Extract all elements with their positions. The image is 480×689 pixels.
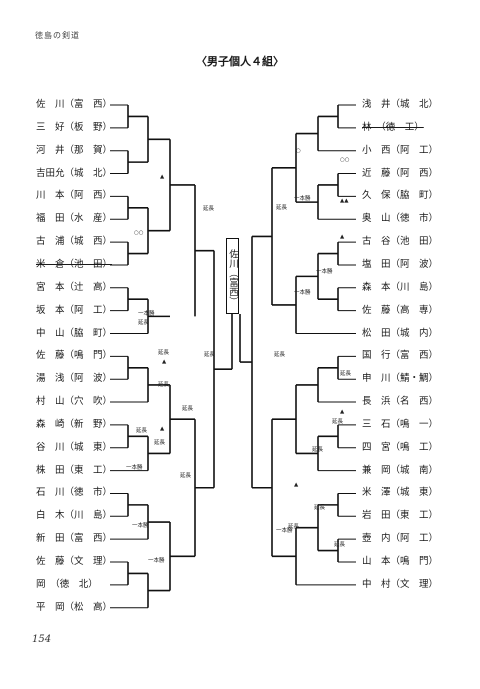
score-note: 延長 [158, 380, 170, 388]
champion-box: 佐川（富西） [226, 238, 239, 314]
score-note: 一本勝 [294, 288, 311, 296]
score-note: ▲ [160, 426, 165, 432]
score-note: 延長 [136, 426, 148, 434]
score-note: 延長 [180, 471, 192, 479]
score-note: ○ [296, 148, 301, 154]
score-note: 延長 [288, 522, 300, 530]
right-player-name: 塩 田（阿 波） [362, 258, 439, 270]
right-player-name: 森 本（川 島） [362, 281, 439, 293]
score-note: 一本勝 [316, 267, 333, 275]
right-player-name: 岩 田（東 工） [362, 510, 439, 522]
running-header: 徳島の剣道 [35, 31, 80, 40]
page-number: 154 [32, 634, 52, 645]
left-player-name: 佐 藤（鳴 門） [36, 350, 113, 362]
right-player-name: 山 本（鳴 門） [362, 556, 439, 567]
score-note: ○○ [134, 230, 144, 236]
score-note: 延長 [332, 417, 344, 425]
right-player-name: 四 宮（鳴 工） [362, 441, 439, 453]
score-note: 延長 [274, 350, 286, 358]
left-player-name: 新 田（富 西） [36, 533, 113, 545]
right-player-name: 壺 内（阿 工） [362, 533, 439, 545]
right-player-name: 松 田（城 内） [362, 327, 439, 339]
right-player-name: 三 石（鳴 一） [362, 418, 439, 430]
left-player-name: 川 本（阿 西） [36, 190, 113, 202]
score-note: 延長 [204, 350, 216, 358]
right-player-name: 浅 井（城 北） [362, 99, 439, 110]
score-note: 延長 [312, 445, 324, 453]
right-player-name: 長 浜（名 西） [362, 396, 439, 408]
score-note: ▲▲ [340, 198, 349, 204]
right-player-name: 近 藤（阿 西） [362, 167, 439, 179]
score-note: ▲ [340, 234, 345, 240]
left-player-name: 古 浦（城 西） [36, 236, 113, 248]
left-player-name: 森 崎（新 野） [36, 418, 113, 430]
right-player-name: 奥 山（徳 市） [362, 213, 439, 225]
score-note: 一本勝 [132, 521, 149, 529]
score-note: ▲ [340, 409, 345, 415]
score-note: 延長 [203, 204, 215, 212]
right-player-name: 林 （徳 工） [362, 121, 424, 133]
score-note: 延長 [340, 369, 352, 377]
right-player-name: 古 谷（池 田） [362, 236, 439, 248]
score-note: 延長 [154, 438, 166, 446]
right-player-name: 小 西（阿 工） [362, 144, 439, 156]
right-player-name: 兼 岡（城 南） [362, 464, 439, 476]
right-player-name: 久 保（脇 町） [362, 190, 439, 202]
score-note: ▲ [160, 174, 165, 180]
left-player-name: 中 山（脇 町） [36, 327, 113, 339]
left-player-name: 湯 浅（阿 波） [36, 373, 113, 385]
score-note: 延長 [138, 318, 150, 326]
left-player-name: 吉田允（城 北） [36, 167, 113, 179]
left-player-name: 岡 （徳 北） [36, 578, 98, 590]
left-player-name: 平 岡（松 高） [36, 601, 113, 613]
left-player-name: 米 倉（池 田） [36, 258, 113, 270]
left-player-name: 白 木（川 島） [36, 510, 113, 522]
score-note: 一本勝 [148, 556, 165, 564]
right-player-name: 申 川（鯖・鯛） [362, 373, 439, 385]
score-note: 延長 [314, 503, 326, 511]
page-title: 〈男子個人４組〉 [196, 55, 284, 68]
left-player-name: 谷 川（城 東） [36, 441, 113, 453]
left-player-name: 三 好（板 野） [36, 121, 113, 133]
left-player-name: 株 田（東 工） [36, 464, 113, 476]
score-note: 延長 [276, 203, 288, 211]
score-note: ▲ [294, 482, 299, 488]
score-note: ○○ [340, 157, 350, 163]
score-note: 一本勝 [276, 526, 293, 534]
left-player-name: 佐 川（富 西） [36, 99, 113, 110]
score-note: ▲ [162, 359, 167, 365]
left-player-name: 宮 本（辻 高） [36, 281, 113, 293]
right-player-name: 中 村（文 理） [362, 578, 439, 590]
score-note: 延長 [334, 540, 346, 548]
score-note: 延長 [182, 404, 194, 412]
score-note: 一本勝 [126, 463, 143, 471]
left-player-name: 佐 藤（文 理） [36, 556, 113, 567]
right-player-name: 佐 藤（高 専） [362, 304, 439, 316]
left-player-name: 坂 本（阿 工） [36, 304, 113, 316]
left-player-name: 河 井（那 賀） [36, 144, 113, 156]
left-player-name: 石 川（徳 市） [36, 487, 113, 499]
score-note: 一本勝 [294, 194, 311, 202]
left-player-name: 村 山（穴 吹） [36, 396, 113, 408]
left-player-name: 福 田（水 産） [36, 213, 113, 225]
score-note: 延長 [158, 348, 170, 356]
right-player-name: 国 行（富 西） [362, 350, 439, 362]
right-player-name: 米 澤（城 東） [362, 487, 439, 499]
score-note: 一本勝 [138, 309, 155, 317]
